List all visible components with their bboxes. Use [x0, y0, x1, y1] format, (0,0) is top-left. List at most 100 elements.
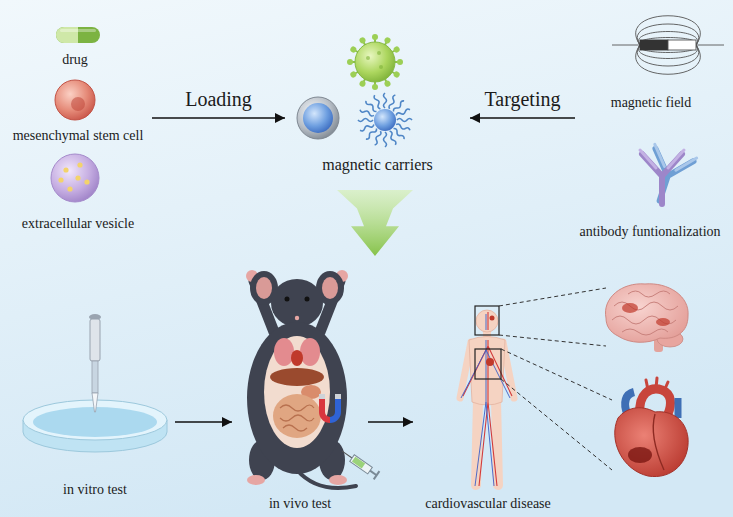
- heart-illustration-part: [653, 414, 664, 470]
- magnetic-field-icon-part: [640, 40, 668, 50]
- spiky-nanoparticle-icon-part: [355, 42, 395, 82]
- micelle-icon-part: [392, 127, 405, 140]
- heart-illustration: [615, 378, 688, 477]
- human-figure-part: [461, 314, 510, 486]
- flow-arrow: [175, 421, 232, 422]
- mouse-illustration-part: [274, 338, 294, 366]
- mouse-illustration-part: [264, 336, 330, 448]
- icon-label-node: in vivo test: [232, 256, 368, 514]
- spiky-nanoparticle-icon-part-part: [349, 70, 357, 78]
- spiky-nanoparticle-icon-part-part: [358, 80, 366, 88]
- edge-label: Loading: [185, 88, 252, 110]
- icon-label-node: mesenchymal stem cell: [4, 78, 152, 146]
- human-figure-part: [475, 306, 499, 335]
- mouse-illustration-part: [285, 297, 290, 302]
- micelle-icon-part: [384, 93, 387, 108]
- mouse-illustration-part-part: [352, 457, 365, 469]
- mouse-illustration-part: [256, 277, 272, 299]
- micelle-icon-part: [374, 109, 396, 131]
- spiky-nanoparticle-icon: [347, 34, 403, 90]
- magnetic-field-icon-part: [612, 45, 640, 46]
- mouse-illustration-part: [339, 447, 379, 479]
- core-shell-particle-icon-part: [303, 103, 333, 133]
- heart-illustration-part: [615, 408, 688, 477]
- mouse-illustration-part: [335, 394, 341, 399]
- mouse-illustration-part: [330, 399, 338, 420]
- icon-label-node: extracellular vesicle: [4, 150, 152, 234]
- spiky-nanoparticle-icon-part: [379, 65, 383, 69]
- vesicle-icon-part: [51, 154, 99, 202]
- node-label: magnetic carriers: [322, 156, 433, 174]
- icon-label-node: drug: [20, 20, 130, 70]
- icon-label-node: magnetic carriers: [285, 34, 470, 190]
- antibody-icon-part: [640, 150, 684, 168]
- stem-cell-icon-part: [55, 80, 95, 120]
- micelle-icon-part: [365, 127, 378, 140]
- spiky-nanoparticle-icon-part-part: [372, 84, 378, 90]
- icon-label-node: magnetic field: [575, 8, 727, 125]
- icon-label-node: in vitro test: [15, 300, 175, 500]
- node-label: mesenchymal stem cell: [13, 128, 144, 144]
- node-label: magnetic field: [611, 95, 691, 111]
- capsule-icon: [56, 27, 100, 43]
- human-figure-part: [499, 288, 612, 470]
- magnetic-field-icon-part: [668, 40, 696, 50]
- node-label: cardiovascular disease: [425, 496, 551, 512]
- brain-illustration-part: [605, 284, 688, 342]
- mouse-illustration-part: [273, 394, 321, 438]
- brain-illustration-part: [656, 318, 670, 326]
- micelle-icon-part: [358, 119, 373, 122]
- mouse-illustration-part: [319, 394, 325, 399]
- micelle-icon: [358, 93, 412, 147]
- capsule-icon-part: [60, 29, 96, 32]
- vesicle-icon-part: [84, 179, 89, 184]
- mouse-illustration-part: [305, 297, 310, 302]
- heart-illustration-part: [628, 447, 652, 463]
- vesicle-icon: [51, 154, 99, 202]
- vesicle-icon-part: [58, 177, 63, 182]
- human-figure-part: [486, 358, 494, 366]
- mouse-illustration-part: [280, 405, 314, 431]
- core-shell-particle-icon: [297, 97, 339, 139]
- mouse-illustration-part: [291, 350, 303, 366]
- human-figure-part-part: [499, 288, 606, 306]
- flow-arrow: [470, 117, 575, 118]
- micelle-icon-part: [396, 108, 411, 117]
- mouse-illustration-part-part: [374, 471, 380, 479]
- funnel-arrow: [337, 190, 413, 256]
- human-figure-part-part: [499, 335, 606, 346]
- icon-label-node: cardiovascular disease: [413, 300, 563, 514]
- antibody-icon-part-part: [641, 149, 694, 207]
- petri-dish-and-pipette-part: [92, 393, 98, 412]
- heart-illustration-part: [675, 398, 682, 418]
- node-label: in vitro test: [63, 482, 127, 498]
- vesicle-icon-part: [63, 167, 68, 172]
- mouse-illustration-part: [295, 316, 299, 320]
- mouse-illustration-part: [271, 279, 323, 327]
- human-figure-part: [475, 349, 501, 379]
- spiky-nanoparticle-icon-part: [366, 56, 370, 60]
- spiky-nanoparticle-icon-part-part: [372, 34, 378, 40]
- mouse-illustration-part: [322, 277, 338, 299]
- antibody-icon: [639, 144, 697, 207]
- stem-cell-icon: [55, 80, 95, 120]
- mouse-illustration-part: [322, 399, 330, 420]
- brain-illustration: [605, 284, 688, 352]
- flow-arrow: [152, 117, 285, 118]
- micelle-icon-part: [392, 100, 405, 113]
- flow-arrow: [368, 421, 413, 422]
- spiky-nanoparticle-icon-part: [377, 51, 381, 55]
- petri-dish-and-pipette-part: [92, 361, 98, 393]
- brain-illustration-part: [612, 291, 678, 335]
- heart-illustration-part: [646, 378, 668, 391]
- human-figure-part: [490, 316, 495, 321]
- vesicle-icon-part: [75, 175, 80, 180]
- petri-dish-and-pipette: [23, 314, 167, 452]
- micelle-icon-part: [365, 100, 378, 113]
